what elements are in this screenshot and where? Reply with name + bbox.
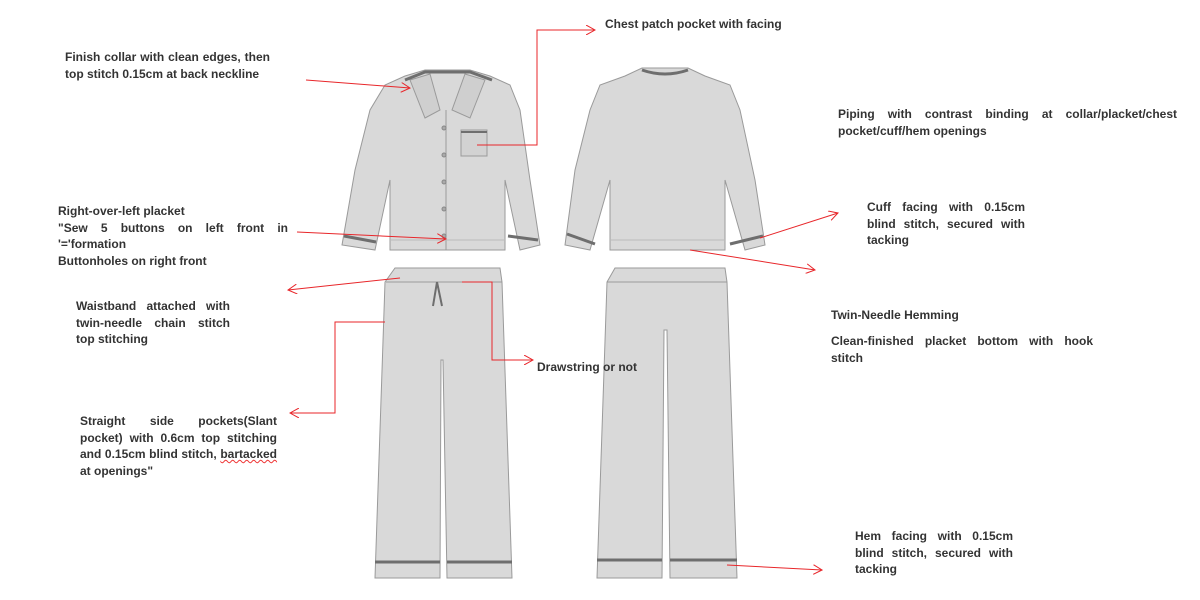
pockets-rest: at openings" — [80, 463, 154, 478]
arrow-waistband — [288, 277, 401, 290]
note-collar: Finish collar with clean edges, then top… — [65, 50, 270, 81]
arrow-drawstring — [462, 281, 533, 360]
arrow-collar — [305, 79, 410, 88]
callout-arrows — [288, 30, 838, 570]
note-pockets: Straight side pockets(Slant pocket) with… — [80, 413, 277, 479]
shirt-front — [341, 69, 541, 251]
placket-line-1: Right-over-left placket — [58, 204, 185, 218]
arrow-chest-pocket — [477, 30, 595, 146]
note-piping: Piping with contrast binding at collar/p… — [838, 107, 1177, 138]
note-drawstring: Drawstring or not — [537, 360, 638, 374]
note-clean-finished: Clean-finished placket bottom with hook … — [831, 334, 1093, 365]
arrow-placket — [296, 231, 446, 239]
arrow-twin-needle — [689, 249, 815, 270]
placket-line-3: Buttonholes on right front — [58, 253, 207, 268]
placket-line-2: "Sew 5 buttons on left front in '='forma… — [58, 220, 288, 252]
shirt-back — [564, 67, 766, 251]
arrow-hem — [726, 564, 822, 570]
pockets-text: Straight side pockets(Slant pocket) with… — [80, 414, 277, 461]
pants-back — [596, 267, 738, 579]
arrow-pockets — [290, 321, 385, 413]
pockets-bartacked: bartacked — [220, 447, 278, 461]
arrow-cuff — [759, 213, 838, 239]
note-placket: Right-over-left placket "Sew 5 buttons o… — [58, 203, 288, 269]
note-cuff: Cuff facing with 0.15cm blind stitch, se… — [867, 200, 1025, 247]
note-hem: Hem facing with 0.15cm blind stitch, sec… — [855, 529, 1013, 576]
pants-front — [374, 267, 513, 579]
note-twin-needle: Twin-Needle Hemming — [831, 308, 959, 322]
note-chest-pocket: Chest patch pocket with facing — [605, 17, 782, 31]
note-waistband: Waistband attached with twin-needle chai… — [76, 299, 230, 346]
